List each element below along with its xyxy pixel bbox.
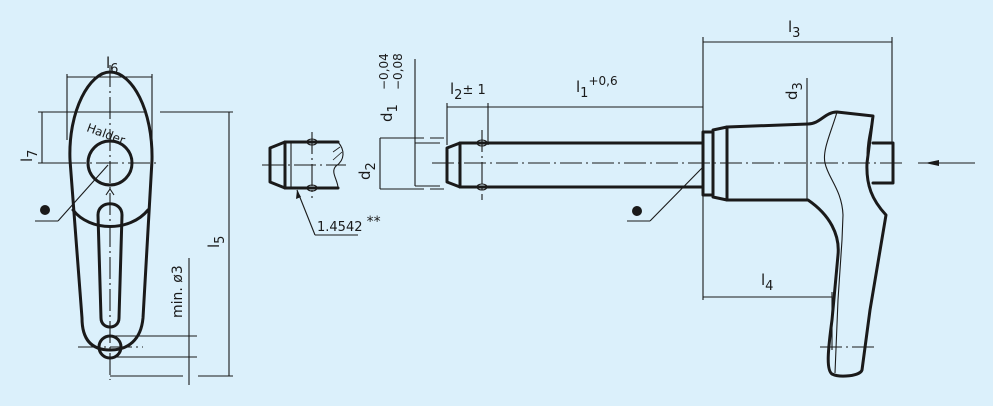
dim-d3: d3 bbox=[783, 82, 806, 100]
insertion-arrow-icon bbox=[925, 160, 939, 166]
material-note: 1.4542 ** bbox=[317, 214, 381, 235]
dim-l6: l6 bbox=[106, 54, 119, 77]
dim-d2: d2 bbox=[356, 162, 379, 180]
dim-l2: l2± 1 bbox=[450, 80, 486, 103]
side-view-assembly bbox=[410, 37, 975, 378]
dim-l1: l1+0,6 bbox=[576, 74, 618, 101]
dim-l3: l3 bbox=[788, 18, 801, 41]
surface-finish-icon bbox=[632, 206, 642, 216]
pin-tip-detail bbox=[262, 132, 410, 236]
surface-finish-icon bbox=[40, 205, 50, 215]
hole-note: min. ø3 bbox=[170, 265, 186, 318]
dim-l7: l7 bbox=[18, 149, 41, 162]
dim-d1-tol-lower: −0,08 bbox=[391, 53, 405, 90]
dim-d1-tol-upper: −0,04 bbox=[377, 53, 391, 90]
dim-d1: d1 bbox=[378, 104, 401, 122]
handle-front-view bbox=[35, 65, 233, 385]
dim-l4: l4 bbox=[761, 271, 774, 294]
dim-l5: l5 bbox=[205, 235, 228, 248]
